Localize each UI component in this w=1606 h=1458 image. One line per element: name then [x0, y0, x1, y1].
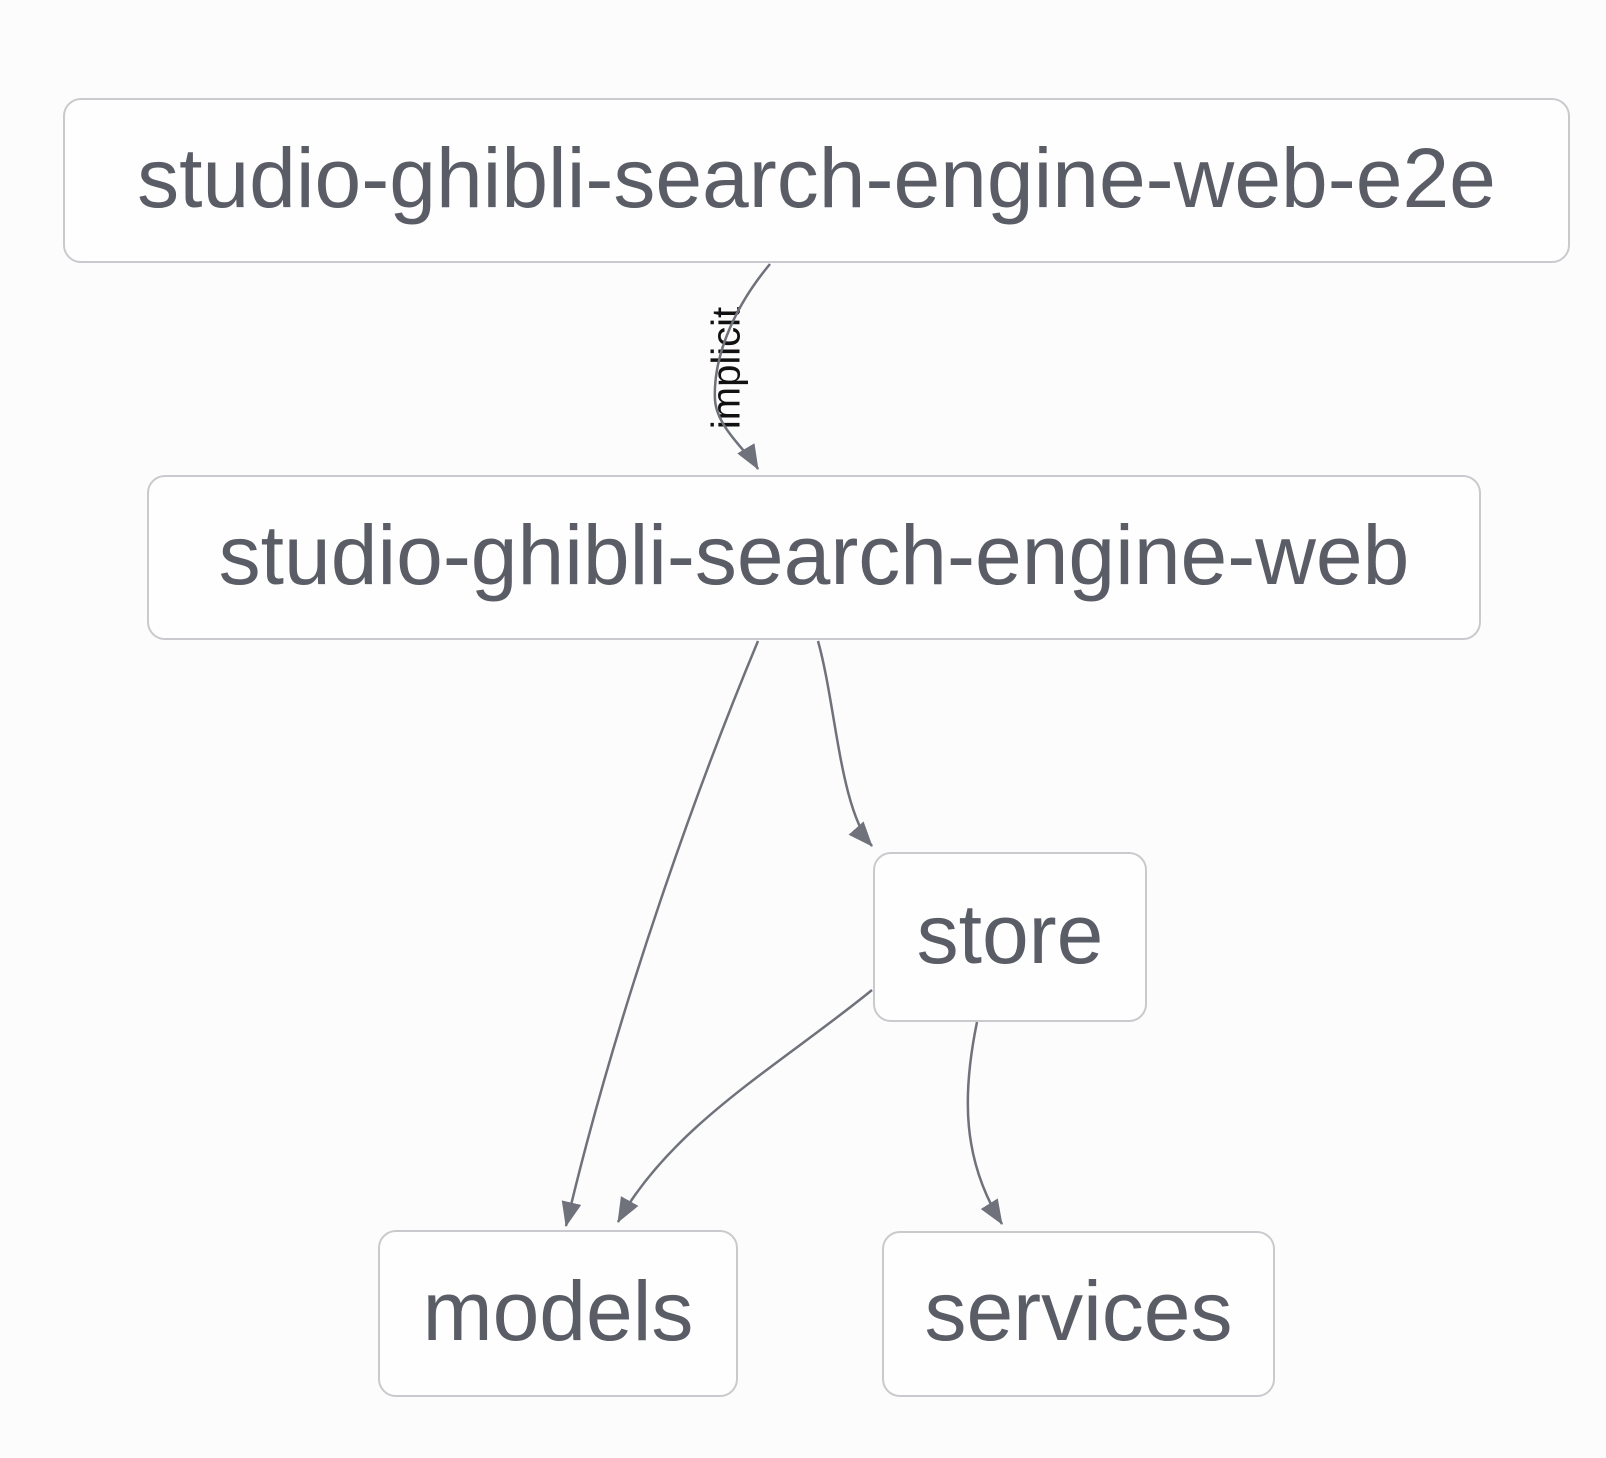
node-store: store [873, 852, 1147, 1022]
node-models: models [378, 1230, 738, 1397]
node-label: models [422, 1263, 694, 1358]
edge-store-to-models [616, 989, 873, 1223]
edge-store-to-services [966, 1021, 1004, 1225]
node-studio-ghibli-search-engine-web-e2e: studio-ghibli-search-engine-web-e2e [63, 98, 1570, 263]
node-label: services [924, 1264, 1233, 1358]
edge-web-to-store [816, 640, 873, 847]
node-label: studio-ghibli-search-engine-web [218, 507, 1410, 602]
node-services: services [882, 1231, 1275, 1397]
node-studio-ghibli-search-engine-web: studio-ghibli-search-engine-web [147, 475, 1481, 640]
edge-web-to-models [561, 640, 760, 1227]
node-label: studio-ghibli-search-engine-web-e2e [137, 130, 1496, 225]
node-label: store [916, 887, 1104, 981]
edge-label-implicit: implicit [704, 306, 749, 430]
